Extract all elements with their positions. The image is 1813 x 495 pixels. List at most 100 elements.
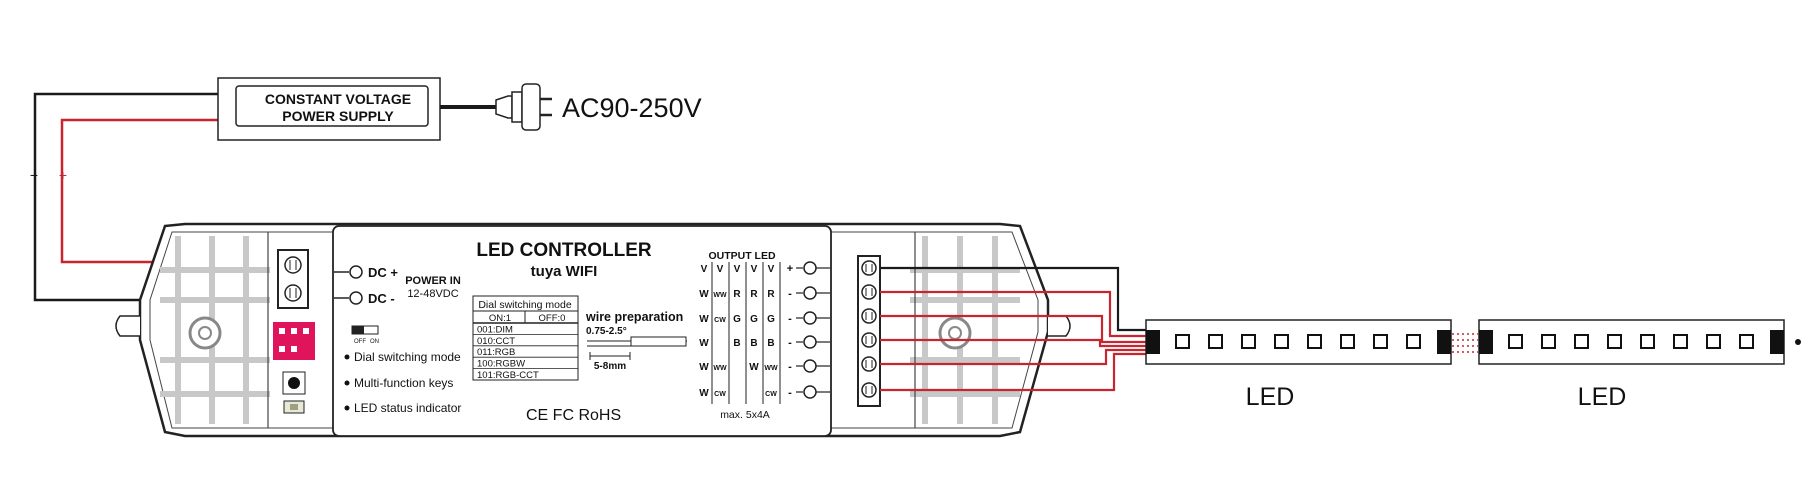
- output-cell: WW: [713, 292, 727, 299]
- led-strip-right: [1478, 319, 1785, 365]
- led-chip: [1508, 334, 1523, 349]
- legend-status: LED status indicator: [354, 401, 461, 415]
- legend-keys: Multi-function keys: [354, 376, 453, 390]
- output-cell: B: [750, 338, 757, 349]
- led-chip: [1274, 334, 1289, 349]
- power-in-label: POWER IN: [405, 275, 461, 287]
- output-cell: G: [733, 314, 741, 325]
- led-chip: [1406, 334, 1421, 349]
- controller-label-panel: [332, 225, 832, 437]
- wire-preparation: wire preparation 0.75-2.5° 5-8mm: [585, 310, 687, 372]
- certifications: CE FC RoHS: [526, 407, 621, 424]
- output-pin-label: +: [787, 263, 793, 275]
- output-cell: V: [768, 264, 775, 275]
- output-wires: [880, 266, 1148, 392]
- output-pin-label: -: [788, 361, 792, 373]
- output-pin-label: -: [788, 288, 792, 300]
- output-pin-label: -: [788, 337, 792, 349]
- psu-minus-label: −: [30, 167, 38, 183]
- strip-end-dot: [1795, 339, 1801, 345]
- toggle-switch-icon: OFF ON: [351, 325, 379, 345]
- terminal-screw: [861, 308, 877, 324]
- led-chip: [1673, 334, 1688, 349]
- led-chip: [1373, 334, 1388, 349]
- wire-prep-strip: 5-8mm: [594, 361, 626, 372]
- led-chip: [1640, 334, 1655, 349]
- output-pin: [803, 261, 817, 275]
- dip-switch-icon: [273, 322, 315, 360]
- led-strip-left: [1145, 319, 1452, 365]
- ac-voltage-label: AC90-250V: [562, 93, 702, 123]
- terminal-screw: [861, 382, 877, 398]
- dial-table-row: 010:CCT: [477, 336, 515, 347]
- output-cell: WW: [764, 365, 778, 372]
- output-cell: B: [767, 338, 774, 349]
- switch-on-label: ON: [370, 339, 379, 345]
- output-cell: R: [767, 289, 775, 300]
- strip-jumpers: [1452, 333, 1478, 353]
- controller-title: LED CONTROLLER: [476, 240, 651, 261]
- output-pin-label: -: [788, 313, 792, 325]
- dial-table-row: 101:RGB-CCT: [477, 370, 539, 381]
- right-mount-ear: [1048, 315, 1071, 337]
- led-strip-right-label: LED: [1578, 383, 1627, 411]
- output-cell: V: [734, 264, 741, 275]
- wire-prep-gauge: 0.75-2.5°: [586, 326, 627, 337]
- led-chip: [1175, 334, 1190, 349]
- power-input-terminal: [277, 249, 309, 309]
- led-chip: [1541, 334, 1556, 349]
- output-cell: W: [699, 289, 709, 300]
- output-cell: V: [751, 264, 758, 275]
- terminal-screw: [861, 332, 877, 348]
- dial-table-row: 011:RGB: [477, 347, 515, 358]
- led-chip: [1340, 334, 1355, 349]
- output-pin: [803, 286, 817, 300]
- output-pin: [803, 359, 817, 373]
- output-cell: W: [699, 314, 709, 325]
- output-cell: V: [701, 264, 708, 275]
- terminal-screw: [861, 260, 877, 276]
- led-chip: [1739, 334, 1754, 349]
- output-pin-label: -: [788, 387, 792, 399]
- legend-dial: Dial switching mode: [354, 350, 461, 364]
- psu-plus-label: +: [59, 167, 67, 183]
- dial-table-header: Dial switching mode: [478, 299, 572, 311]
- led-chip: [1607, 334, 1622, 349]
- dc-plus-pin: [349, 265, 363, 279]
- function-key-icon: [282, 371, 306, 395]
- output-cell: CW: [714, 317, 726, 324]
- legend: Dial switching mode Multi-function keys …: [344, 350, 461, 415]
- dial-table-on: ON:1: [489, 313, 511, 324]
- psu-line1: CONSTANT VOLTAGE: [265, 91, 411, 107]
- controller-subtitle: tuya WIFI: [531, 263, 598, 280]
- output-cell: W: [699, 362, 709, 373]
- ac-plug-icon: [495, 83, 552, 131]
- output-cell: WW: [713, 365, 727, 372]
- terminal-screw: [861, 284, 877, 300]
- output-cell: W: [699, 388, 709, 399]
- dc-input-pins: DC + DC - POWER IN 12-48VDC: [334, 265, 461, 306]
- psu-line2: POWER SUPPLY: [282, 108, 394, 124]
- output-cell: CW: [765, 391, 777, 398]
- output-led-title: OUTPUT LED: [708, 250, 775, 262]
- output-cell: W: [749, 362, 759, 373]
- led-strip-left-label: LED: [1246, 383, 1295, 411]
- output-cell: B: [733, 338, 740, 349]
- dial-table-row: 100:RGBW: [477, 359, 525, 370]
- output-pin: [803, 335, 817, 349]
- dial-table-off: OFF:0: [539, 313, 566, 324]
- output-cell: W: [699, 338, 709, 349]
- output-cell: R: [750, 289, 758, 300]
- output-cell: G: [767, 314, 775, 325]
- output-cell: CW: [714, 391, 726, 398]
- left-mount-ear: [115, 315, 140, 337]
- led-chip: [1706, 334, 1721, 349]
- dial-table-row: 001:DIM: [477, 324, 513, 335]
- wire-prep-title: wire preparation: [585, 310, 683, 324]
- output-cell: R: [733, 289, 741, 300]
- status-led-icon: [283, 400, 305, 414]
- dc-plus-label: DC +: [368, 265, 398, 280]
- led-chip: [1574, 334, 1589, 349]
- output-max-label: max. 5x4A: [720, 409, 770, 421]
- dial-mode-table: Dial switching mode ON:1 OFF:0 001:DIM01…: [472, 295, 579, 381]
